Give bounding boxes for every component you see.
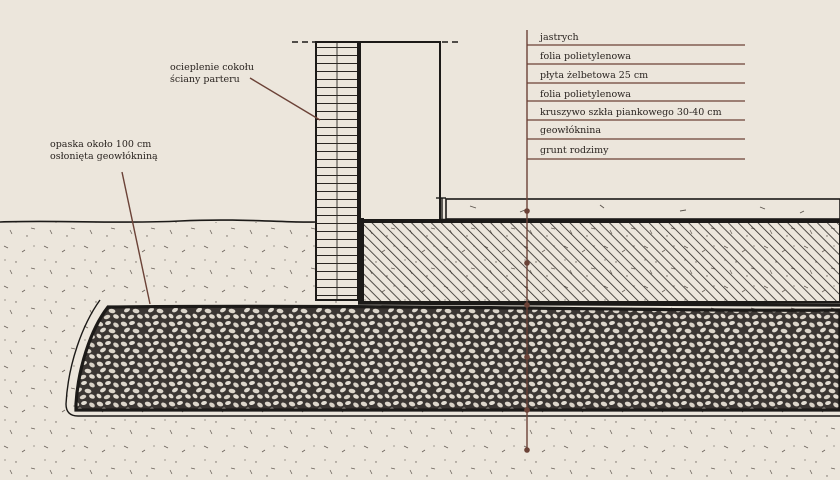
insulation-leader xyxy=(249,77,321,121)
slab-edge xyxy=(358,218,364,302)
ground-line xyxy=(0,219,317,223)
band-label-line-1: opaska około 100 cm xyxy=(50,139,152,150)
layer-dot-3 xyxy=(524,302,530,308)
geotextile-line xyxy=(65,299,840,417)
layer-label-native-soil: grunt rodzimy xyxy=(540,145,609,156)
band-label: opaska około 100 cm osłonięta geowłóknin… xyxy=(50,139,158,163)
layer-dot-4 xyxy=(524,354,530,360)
layer-label-lines xyxy=(527,44,745,160)
screed xyxy=(445,198,840,220)
insulation-label: ocieplenie cokołu ściany parteru xyxy=(170,62,254,86)
band-leader xyxy=(121,171,151,305)
layer-label-foil-2: folia polietylenowa xyxy=(540,89,631,100)
layer-dot-1 xyxy=(524,208,530,214)
layer-label-aggregate: kruszywo szkła piankowego 30-40 cm xyxy=(540,107,722,118)
insulation-label-line-2: ściany parteru xyxy=(170,74,240,85)
screed-texture xyxy=(469,204,805,214)
layer-label-screed: jastrych xyxy=(540,32,579,43)
band-label-line-2: osłonięta geowłókniną xyxy=(50,151,158,162)
layer-label-geotextile: geowłóknina xyxy=(540,125,602,136)
foam-glass-aggregate xyxy=(74,304,840,412)
layer-dots xyxy=(524,208,530,453)
ground-floor-wall xyxy=(359,41,441,221)
layer-dot-2 xyxy=(524,260,530,266)
insulation-label-line-1: ocieplenie cokołu xyxy=(170,62,254,73)
layer-label-foil-1: folia polietylenowa xyxy=(540,51,631,62)
layer-label-slab: płyta żelbetowa 25 cm xyxy=(540,70,649,81)
polyethylene-foil-lower xyxy=(357,301,840,307)
layer-dot-6 xyxy=(524,447,530,453)
concrete-slab xyxy=(361,221,840,303)
layer-dot-5 xyxy=(524,407,530,413)
